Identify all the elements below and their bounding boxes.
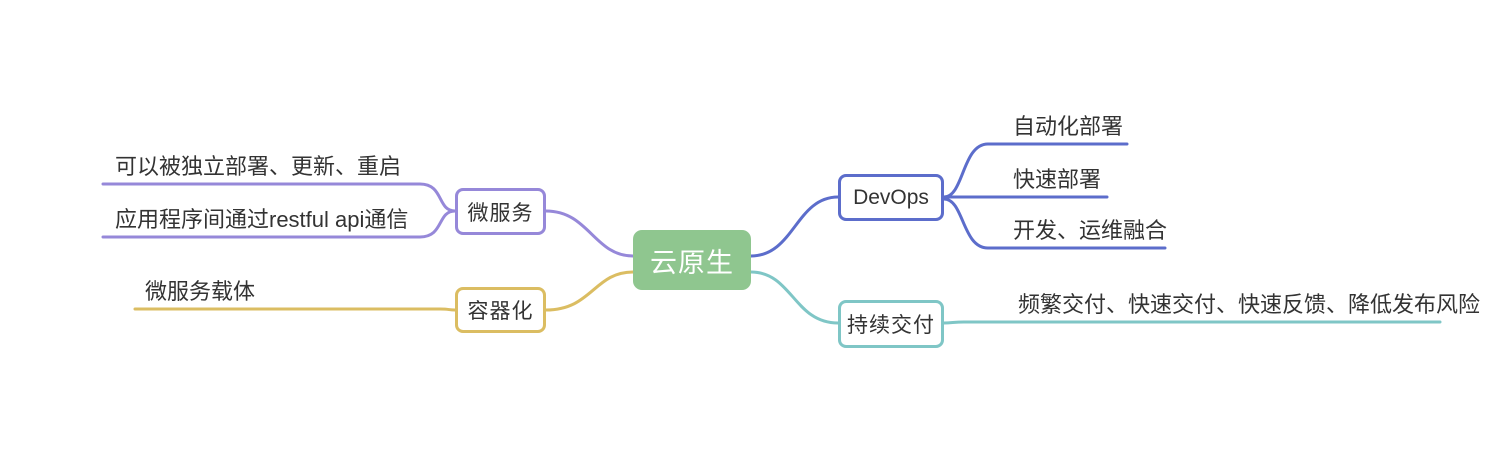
leaf-containerization-carrier[interactable]: 微服务载体 (145, 279, 256, 304)
branch-node-continuous-delivery[interactable]: 持续交付 (838, 300, 944, 348)
branch-node-devops[interactable]: DevOps (838, 174, 944, 221)
edge-root-devops (749, 195, 840, 258)
branch-node-microservices[interactable]: 微服务 (455, 188, 546, 235)
edge-root-continuous-delivery (749, 270, 840, 325)
edge-containerization-leaf-1 (133, 307, 457, 312)
leaf-devops-dev-ops-fusion[interactable]: 开发、运维融合 (1013, 218, 1168, 243)
leaf-microservices-deploy-update-restart[interactable]: 可以被独立部署、更新、重启 (115, 154, 402, 179)
leaf-microservices-restful-api[interactable]: 应用程序间通过restful api通信 (115, 207, 409, 232)
branch-node-containerization[interactable]: 容器化 (455, 287, 546, 333)
leaf-devops-fast-deployment[interactable]: 快速部署 (1013, 167, 1102, 192)
edge-continuous-delivery-leaf-1 (942, 320, 1442, 325)
leaf-devops-automated-deployment[interactable]: 自动化部署 (1013, 114, 1124, 139)
root-node-cloud-native[interactable]: 云原生 (633, 230, 751, 290)
leaf-continuous-delivery-benefits[interactable]: 频繁交付、快速交付、快速反馈、降低发布风险 (1018, 292, 1481, 317)
edge-root-microservices (544, 209, 635, 258)
edge-root-containerization (544, 270, 635, 312)
